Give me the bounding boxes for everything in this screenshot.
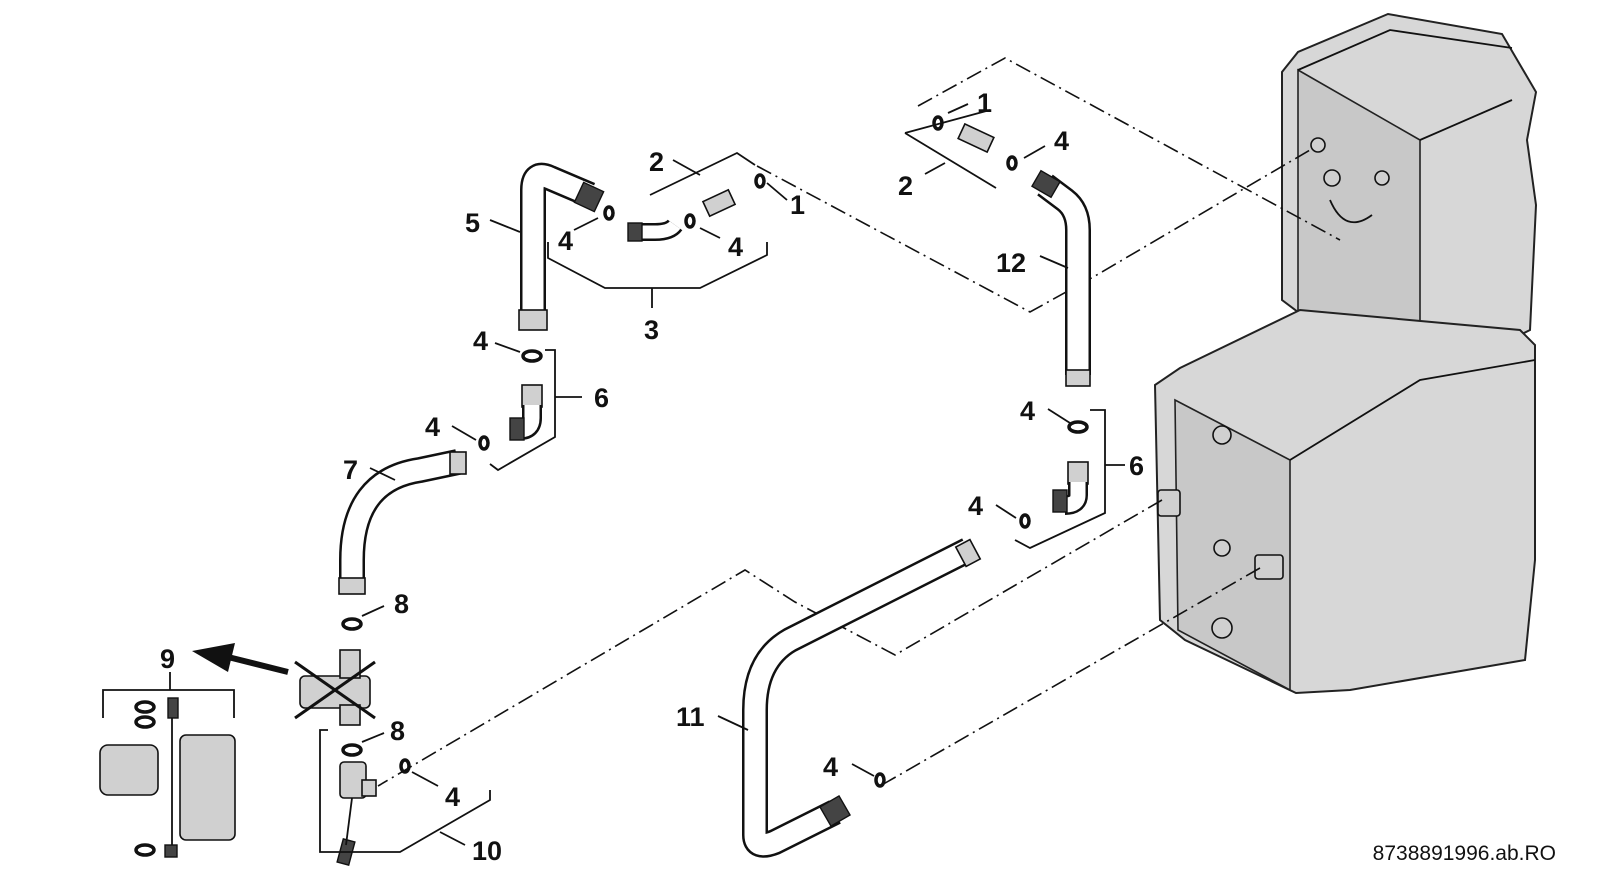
- label-10: 10: [472, 836, 502, 866]
- pipe-5: [518, 162, 605, 331]
- label-4: 4: [968, 491, 983, 521]
- pipe-11: [742, 538, 982, 858]
- label-8: 8: [394, 589, 409, 619]
- new-pump-kit-9: [99, 697, 236, 858]
- label-5: 5: [465, 208, 480, 238]
- label-7: 7: [343, 455, 358, 485]
- pipe-7: [338, 449, 467, 595]
- label-12: 12: [996, 248, 1026, 278]
- drawing-reference: 8738891996.ab.RO: [1373, 842, 1556, 865]
- label-11: 11: [676, 702, 705, 732]
- label-6: 6: [1129, 451, 1144, 481]
- label-4: 4: [473, 326, 488, 356]
- label-4: 4: [425, 412, 440, 442]
- replacement-arrow: [192, 643, 289, 675]
- label-4: 4: [823, 752, 838, 782]
- old-pump-crossed: [294, 649, 376, 726]
- label-1: 1: [790, 190, 805, 220]
- label-9: 9: [160, 644, 175, 674]
- label-6: 6: [594, 383, 609, 413]
- adapter-fitting-upper: [701, 122, 995, 218]
- seal-rings: [341, 115, 1089, 788]
- upper-boiler-unit: [1281, 12, 1538, 565]
- pipe-12: [1031, 169, 1091, 387]
- label-2: 2: [649, 147, 664, 177]
- label-4: 4: [1054, 126, 1069, 156]
- label-1: 1: [977, 88, 992, 118]
- label-4: 4: [728, 232, 743, 262]
- label-4: 4: [558, 226, 573, 256]
- elbow-fitting-6-left: [509, 384, 543, 441]
- elbow-fitting-3: [627, 219, 683, 242]
- label-4: 4: [445, 782, 460, 812]
- label-2: 2: [898, 171, 913, 201]
- elbow-fitting-6-right: [1052, 461, 1089, 515]
- lower-storage-unit: [1153, 308, 1536, 695]
- label-8: 8: [390, 716, 405, 746]
- label-3: 3: [644, 315, 659, 345]
- leader-lines: [102, 103, 1125, 853]
- valve-10: [336, 761, 377, 867]
- part-labels: 1 1 2 2 3 4 4 4 4 4 4 4 4 4 5 6 6 7 8 8 …: [160, 88, 1556, 866]
- label-4: 4: [1020, 396, 1035, 426]
